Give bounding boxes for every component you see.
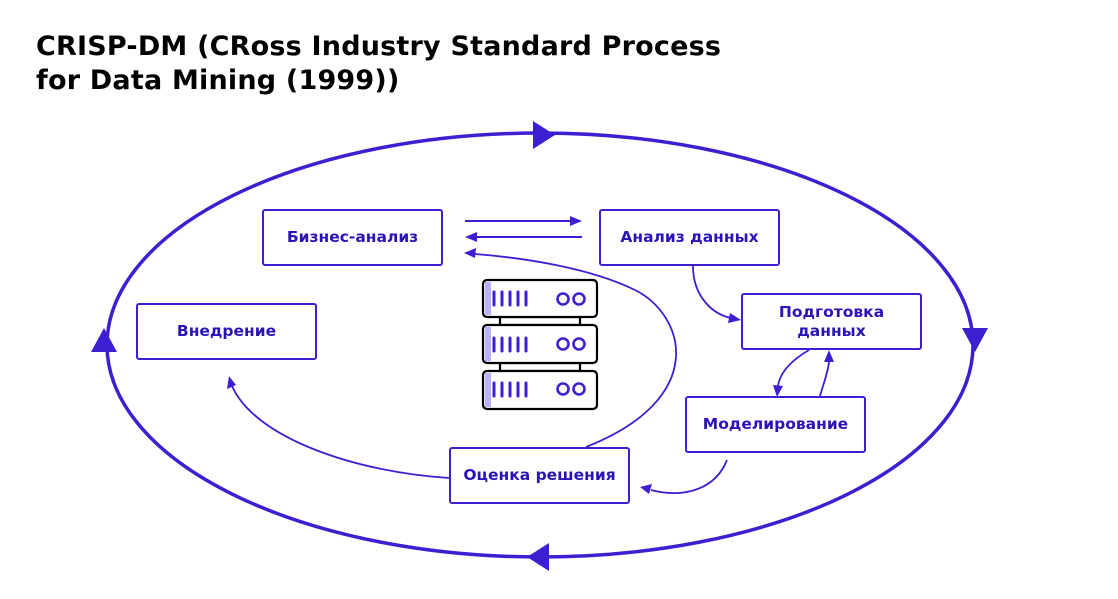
outer-arrow-right-icon (962, 328, 988, 352)
outer-arrow-left-icon (91, 328, 117, 352)
arrowhead-business-to-data-icon (570, 216, 582, 226)
arrow-modeling-to-prep (819, 361, 830, 397)
node-evaluation: Оценка решения (449, 447, 630, 504)
node-modeling: Моделирование (685, 396, 866, 453)
node-deployment: Внедрение (136, 303, 317, 360)
node-business-analysis: Бизнес-анализ (262, 209, 443, 266)
arrow-modeling-to-evaluation (650, 459, 728, 494)
outer-arrow-bottom-icon (527, 543, 549, 571)
arrow-data-to-prep (692, 265, 732, 319)
node-data-preparation: Подготовка данных (741, 293, 922, 350)
arrowhead-modeling-to-prep-icon (824, 350, 834, 362)
arrow-evaluation-to-deployment (231, 385, 450, 479)
arrowhead-evaluation-to-business-icon (464, 248, 476, 258)
arrow-prep-to-modeling (777, 349, 810, 387)
arrowhead-evaluation-to-deployment-icon (227, 376, 236, 389)
database-server-icon (481, 278, 599, 411)
arrowhead-prep-to-modeling-icon (773, 385, 783, 397)
arrowhead-data-to-prep-icon (728, 313, 741, 323)
title-line-1: CRISP-DM (CRoss Industry Standard Proces… (36, 31, 722, 62)
outer-arrow-top-icon (533, 121, 555, 149)
arrowhead-modeling-to-evaluation-icon (640, 484, 652, 494)
title-line-2: for Data Mining (1999)) (36, 65, 400, 96)
arrow-evaluation-to-business (474, 253, 677, 448)
node-data-analysis: Анализ данных (599, 209, 780, 266)
page-title: CRISP-DM (CRoss Industry Standard Proces… (36, 30, 796, 98)
arrowhead-data-to-business-icon (465, 232, 477, 242)
